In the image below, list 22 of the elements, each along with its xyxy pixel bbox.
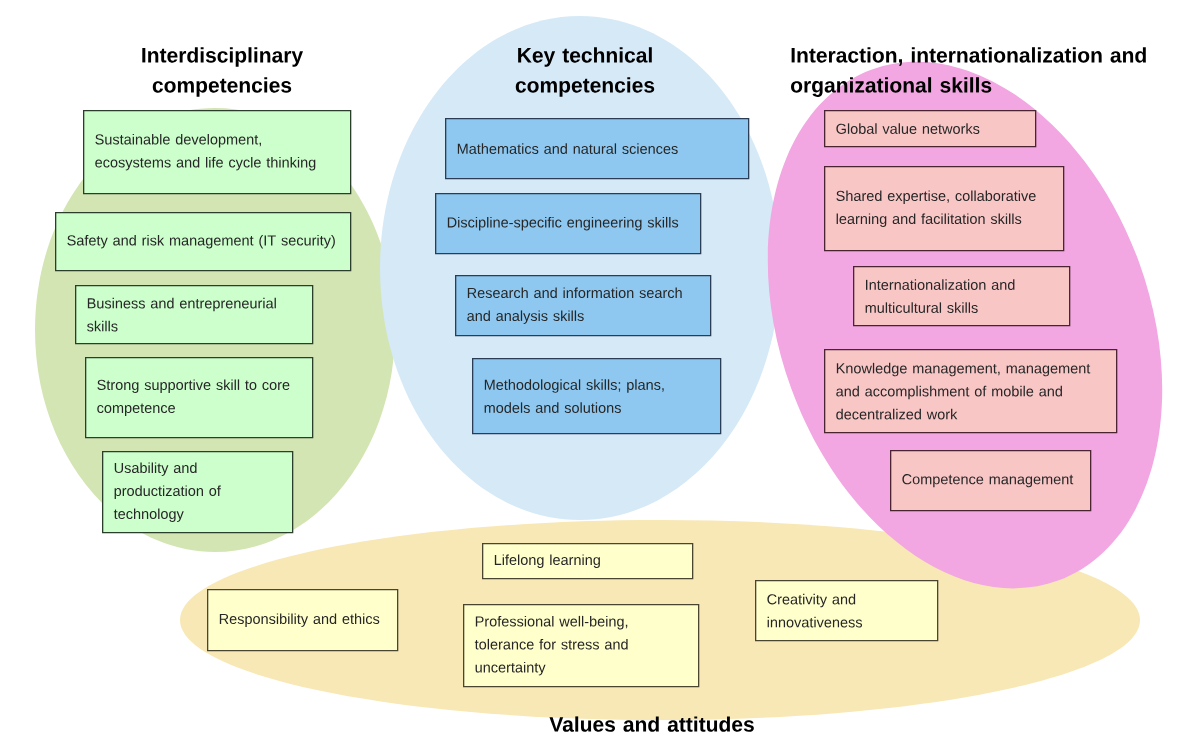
skill-box: Competence management — [890, 450, 1092, 512]
skill-box: Sustainable development, ecosystems and life cycle thinking — [83, 110, 352, 195]
skill-box: Strong supportive skill to core competence — [85, 357, 314, 439]
skill-box: Discipline-specific engineering skills — [435, 193, 702, 255]
skill-box: Research and information search and analysis skills — [455, 275, 712, 337]
group-heading: Key technical competencies — [515, 47, 655, 97]
group-heading: Interaction, internationalization and organizational skills — [791, 47, 1146, 97]
skill-box: Creativity and innovativeness — [755, 580, 939, 642]
skill-box: Methodological skills; plans, models and solutions — [472, 358, 722, 435]
skill-box: Shared expertise, collaborative learning and facilitation skills — [824, 166, 1065, 252]
skill-box: Mathematics and natural sciences — [445, 118, 750, 180]
skill-box: Business and entrepreneurial skills — [75, 285, 314, 345]
group-heading: Values and attitudes — [549, 716, 754, 732]
skill-box: Safety and risk management (IT security) — [55, 212, 352, 272]
skill-box: Responsibility and ethics — [207, 589, 399, 652]
skill-box: Internationalization and multicultural skills — [853, 266, 1071, 327]
group-heading: Interdisciplinary competencies — [142, 47, 303, 97]
skill-box: Professional well-being, tolerance for stress and uncertainty — [463, 604, 700, 688]
skill-box: Global value networks — [824, 110, 1037, 148]
skill-box: Usability and productization of technology — [102, 451, 294, 534]
skill-box: Lifelong learning — [482, 543, 694, 580]
skill-box: Knowledge management, management and accomplishment of mobile and decentralized work — [824, 349, 1118, 434]
